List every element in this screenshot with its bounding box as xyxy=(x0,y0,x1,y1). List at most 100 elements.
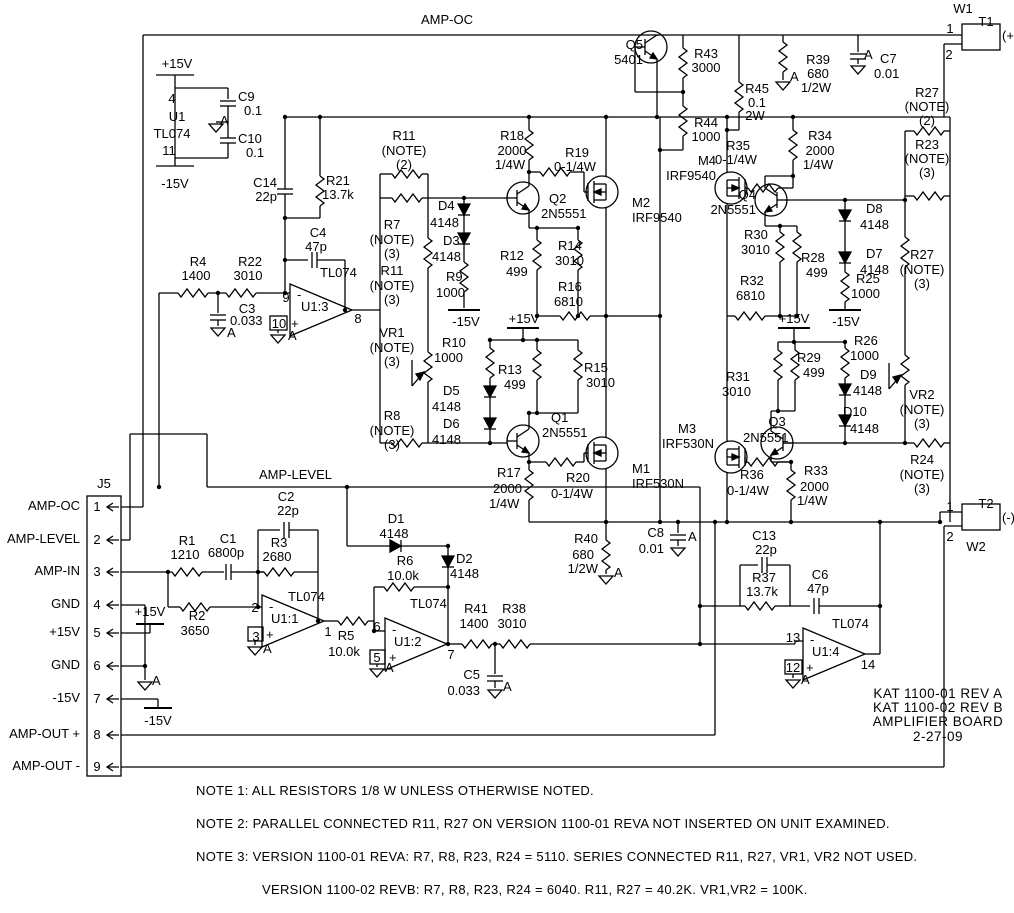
label-u13-pin10: 10 xyxy=(271,316,287,331)
label-u1-pin4: 4 xyxy=(168,91,176,106)
label-r12-val: 499 xyxy=(506,264,528,279)
j5-pin-number-3: 3 xyxy=(93,564,101,579)
label-d7: D7 xyxy=(866,246,883,261)
label-c8-val: 0.01 xyxy=(638,541,664,556)
label-r33-val: 2000 xyxy=(800,479,829,494)
label-q2-val: 2N5551 xyxy=(541,206,587,221)
label-m15-a: -15V xyxy=(452,314,480,329)
label-q5-val: 5401 xyxy=(614,52,643,67)
label-r27s-3: (3) xyxy=(914,276,930,291)
label-c6-val: 47p xyxy=(807,581,829,596)
label-r33: R33 xyxy=(804,463,828,478)
label-t1: T1 xyxy=(978,14,994,29)
label-d3-val: 4148 xyxy=(432,249,461,264)
label-c10: C10 xyxy=(238,131,262,146)
j5-pin-label-1: AMP-OC xyxy=(28,498,80,513)
label-r25: R25 xyxy=(856,271,880,286)
label-w2: W2 xyxy=(966,539,986,554)
j5-pin-number-9: 9 xyxy=(93,759,101,774)
label-q1-val: 2N5551 xyxy=(542,425,588,440)
label-m15-tl: -15V xyxy=(161,176,189,191)
label-vr2-2: (NOTE) xyxy=(899,402,945,417)
label-r2: R2 xyxy=(188,608,206,623)
label-r15: R15 xyxy=(584,360,608,375)
label-r11p-2: (NOTE) xyxy=(381,143,427,158)
label-r38: R38 xyxy=(502,601,526,616)
label-c13: C13 xyxy=(752,528,776,543)
label-r18-w: 1/4W xyxy=(494,157,526,172)
label-c8: C8 xyxy=(647,525,664,540)
label-r3-val: 2680 xyxy=(262,549,292,564)
label-r11p-3: (2) xyxy=(396,157,412,172)
label-d10: D10 xyxy=(843,404,867,419)
label-gnd-a-r40: A xyxy=(614,565,623,580)
note-4: VERSION 1100-02 REVB: R7, R8, R23, R24 =… xyxy=(262,882,808,897)
label-u14-minus: - xyxy=(810,632,815,647)
j5-pin-label-7: -15V xyxy=(52,690,80,705)
label-r11p: R11 xyxy=(392,128,416,143)
label-u13-pin9: 9 xyxy=(282,290,290,305)
label-r19: R19 xyxy=(565,145,589,160)
label-u1-name: TL074 xyxy=(153,126,191,141)
label-d3: D3 xyxy=(443,233,460,248)
label-r22-val: 3010 xyxy=(233,268,263,283)
label-q1: Q1 xyxy=(551,410,569,425)
label-r36-val: 0-1/4W xyxy=(727,483,769,498)
label-m15-b: -15V xyxy=(832,314,860,329)
label-d1-val: 4148 xyxy=(379,526,409,541)
label-u12: U1:2 xyxy=(394,634,422,649)
label-m4-val: IRF9540 xyxy=(666,168,716,183)
label-r43: R43 xyxy=(694,46,718,61)
label-r24: R24 xyxy=(910,452,934,467)
label-r34-w: 1/4W xyxy=(802,157,834,172)
label-r27p: R27 xyxy=(915,85,939,100)
label-r9: R9 xyxy=(446,269,463,284)
label-u14-pin14: 14 xyxy=(860,657,876,672)
label-d9-val: 4148 xyxy=(853,383,882,398)
label-t2-minus: (-) xyxy=(1002,510,1014,525)
label-c5-val: 0.033 xyxy=(447,683,480,698)
label-r24-2: (NOTE) xyxy=(899,467,945,482)
label-r23-3: (3) xyxy=(919,165,935,180)
j5-pin-label-4: GND xyxy=(51,596,80,611)
label-u1-pin11: 11 xyxy=(162,143,176,158)
j5-pin-label-5: +15V xyxy=(49,624,80,639)
j5-pin-number-7: 7 xyxy=(93,691,101,706)
label-vr2: VR2 xyxy=(909,387,935,402)
label-r40-w: 1/2W xyxy=(567,561,598,576)
label-r21-val: 13.7k xyxy=(322,187,354,202)
label-c9: C9 xyxy=(238,89,255,104)
label-t2: T2 xyxy=(978,496,994,511)
label-r34-val: 2000 xyxy=(805,143,835,158)
label-d8-val: 4148 xyxy=(860,217,889,232)
label-d8: D8 xyxy=(866,201,883,216)
j5-pin-label-2: AMP-LEVEL xyxy=(7,531,80,546)
label-gnd-a-j5: A xyxy=(152,673,161,688)
label-r11s-2: (NOTE) xyxy=(369,278,415,293)
label-m4: M4 xyxy=(697,153,716,168)
label-r19-val: 0-1/4W xyxy=(554,159,596,174)
label-gnd-a-c9: A xyxy=(220,113,229,128)
label-u1: U1 xyxy=(168,109,186,124)
label-r33-w: 1/4W xyxy=(797,493,828,508)
note-2: NOTE 2: PARALLEL CONNECTED R11, R27 ON V… xyxy=(196,816,890,831)
label-c9-val: 0.1 xyxy=(244,103,263,118)
label-d10-val: 4148 xyxy=(850,421,879,436)
label-r22: R22 xyxy=(238,254,262,269)
label-m1-val: IRF530N xyxy=(632,476,685,491)
label-gnd-a-u13: A xyxy=(288,328,297,343)
label-r35-val: 0-1/4W xyxy=(715,152,757,167)
label-gnd-a-u12: A xyxy=(385,660,394,675)
label-r32: R32 xyxy=(740,273,764,288)
label-d4-val: 4148 xyxy=(430,215,459,230)
label-r4: R4 xyxy=(189,254,207,269)
label-r32-val: 6810 xyxy=(736,288,765,303)
label-r5-val: 10.0k xyxy=(328,644,360,659)
label-c2-val: 22p xyxy=(277,503,299,518)
label-u14-name: TL074 xyxy=(832,616,869,631)
label-r10-val: 1000 xyxy=(434,350,463,365)
label-p15-a: +15V xyxy=(508,311,540,326)
label-m15-j5: -15V xyxy=(144,713,172,728)
label-d9: D9 xyxy=(860,367,877,382)
label-u12-pin5: 5 xyxy=(373,650,381,665)
